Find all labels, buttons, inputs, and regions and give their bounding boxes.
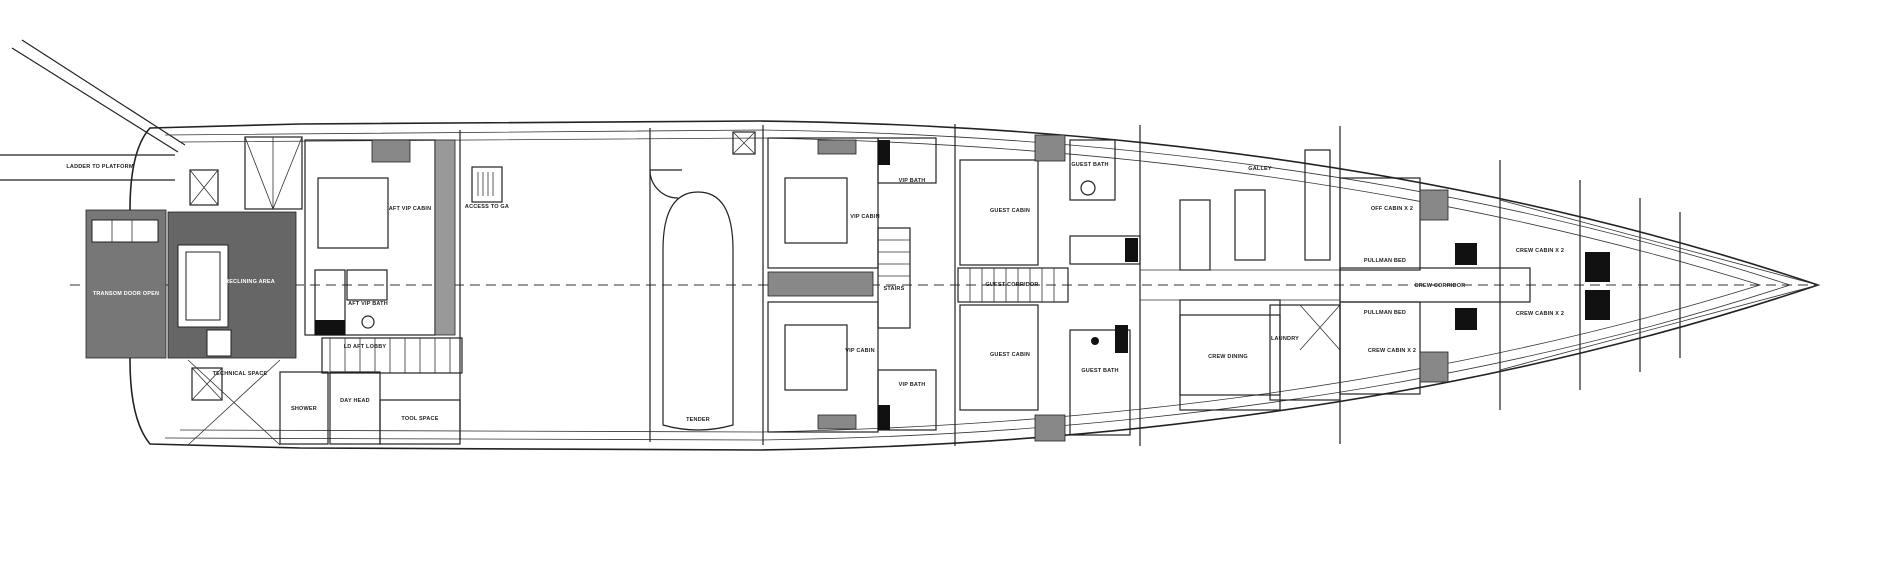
label-aft-vip-cabin: AFT VIP CABIN [389, 206, 432, 212]
room-labels: LADDER TO PLATFORM TRANSOM DOOR OPEN REC… [66, 162, 1564, 423]
crew-area [1339, 160, 1820, 410]
label-crew-corridor: CREW CORRIDOR [1415, 283, 1466, 289]
label-tender: TENDER [686, 417, 710, 423]
label-guest-cabin-1: GUEST CABIN [990, 208, 1030, 214]
label-pullman-2: PULLMAN BED [1364, 310, 1406, 316]
label-reclining-area: RECLINING AREA [225, 279, 275, 285]
label-vip-bath-starboard: VIP BATH [899, 382, 926, 388]
hull-outline [129, 120, 1821, 451]
label-laundry: LAUNDRY [1271, 336, 1299, 342]
label-crew-dining: CREW DINING [1208, 354, 1248, 360]
label-guest-bath-2: GUEST BATH [1081, 368, 1118, 374]
label-day-head: DAY HEAD [340, 398, 370, 404]
label-ladder: LADDER TO PLATFORM [66, 164, 133, 170]
label-stairs: STAIRS [884, 286, 905, 292]
tender-outline [662, 191, 734, 431]
transom-platform [85, 209, 297, 359]
label-garage-access: ACCESS TO GA [465, 204, 509, 210]
label-crew-cabin-3: CREW CABIN X 2 [1516, 311, 1564, 317]
label-guest-corridor: GUEST CORRIDOR [985, 282, 1038, 288]
label-aft-vip-bath: AFT VIP BATH [348, 301, 388, 307]
label-vip-bath-port: VIP BATH [899, 178, 926, 184]
stern-compartments [187, 136, 461, 446]
label-officer-cabin: OFF CABIN X 2 [1371, 206, 1413, 212]
ladder-lines [0, 39, 186, 181]
label-guest-cabin-2: GUEST CABIN [990, 352, 1030, 358]
label-pullman-1: PULLMAN BED [1364, 258, 1406, 264]
label-galley: GALLEY [1248, 166, 1272, 172]
label-vip-cabin-starboard: VIP CABIN [845, 348, 875, 354]
label-tool-space: TOOL SPACE [401, 416, 438, 422]
garage [459, 125, 764, 445]
vip-cabins [767, 137, 937, 433]
label-vip-cabin-port: VIP CABIN [850, 214, 880, 220]
label-shower: SHOWER [291, 406, 317, 412]
aft-vip-cabin [304, 139, 463, 374]
label-crew-cabin-2: CREW CABIN X 2 [1516, 248, 1564, 254]
label-crew-cabin-1: CREW CABIN X 2 [1368, 348, 1416, 354]
label-guest-bath-1: GUEST BATH [1071, 162, 1108, 168]
guest-cabins [954, 124, 1141, 446]
label-lobby: LD AFT LOBBY [344, 344, 387, 350]
label-transom: TRANSOM DOOR OPEN [93, 291, 159, 297]
label-technical-space: TECHNICAL SPACE [213, 371, 268, 377]
